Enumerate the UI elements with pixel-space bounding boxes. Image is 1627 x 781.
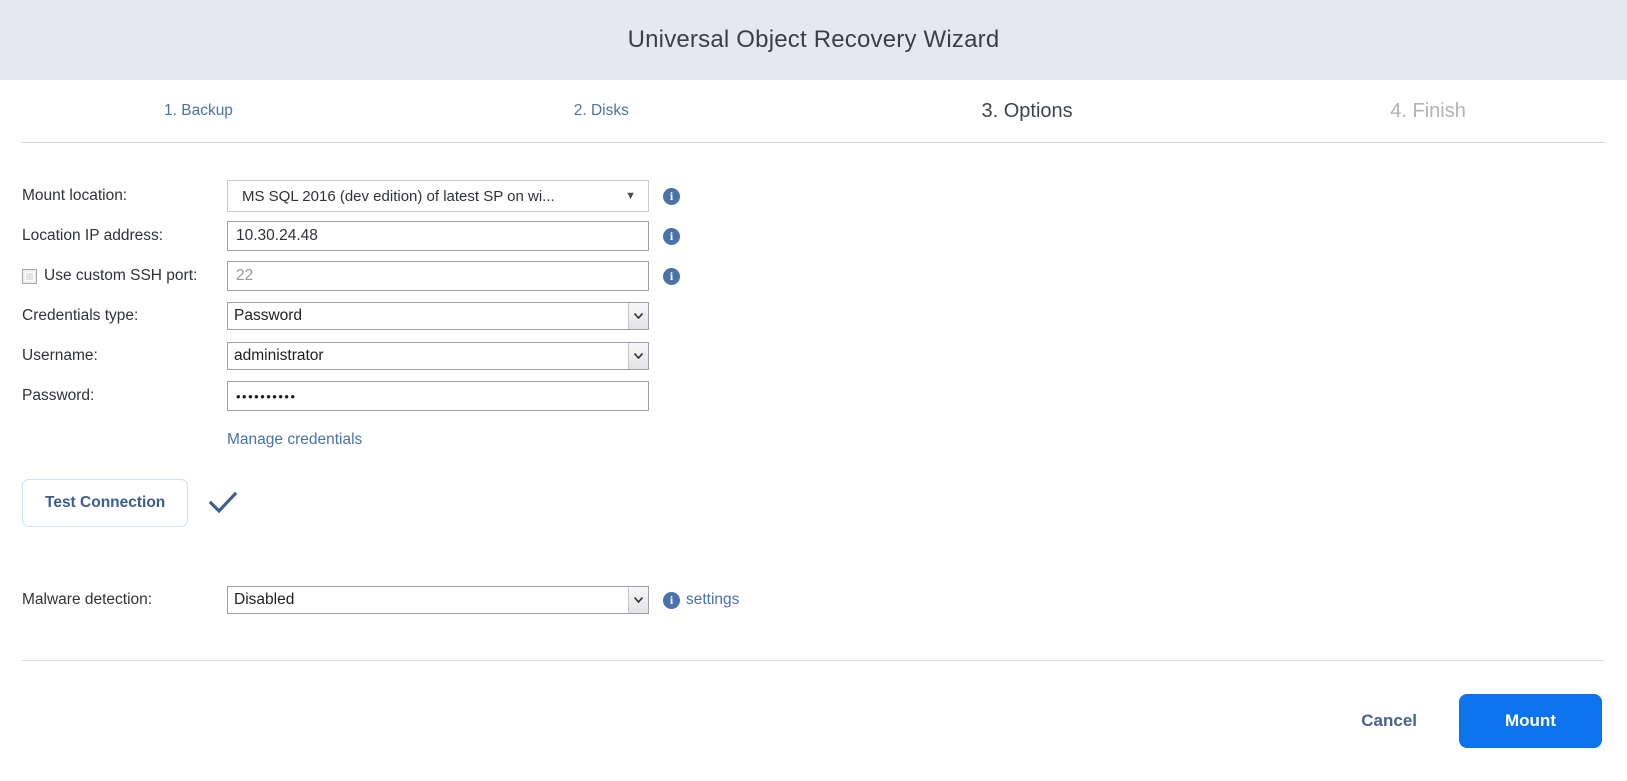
dialog-titlebar: Universal Object Recovery Wizard [0, 0, 1627, 80]
credentials-type-label: Credentials type: [22, 307, 139, 325]
step-tab-disks[interactable]: 2. Disks [401, 102, 811, 120]
malware-settings-link[interactable]: settings [686, 591, 740, 608]
manage-credentials-row: Manage credentials [227, 423, 1627, 457]
test-connection-row: Test Connection [22, 479, 1627, 527]
chevron-down-icon [628, 343, 648, 369]
footer-divider [22, 660, 1605, 661]
password-label: Password: [22, 387, 95, 405]
username-label: Username: [22, 347, 98, 365]
checkmark-icon [208, 491, 238, 515]
malware-detection-select[interactable]: Disabled [227, 586, 649, 614]
dialog-footer: Cancel Mount [0, 661, 1627, 781]
credentials-type-row: Credentials type: Password [22, 299, 1627, 333]
wizard-steps: 1. Backup 2. Disks 3. Options 4. Finish [0, 80, 1627, 142]
password-input[interactable]: •••••••••• [227, 381, 649, 411]
manage-credentials-link[interactable]: Manage credentials [227, 431, 363, 448]
page-title: Universal Object Recovery Wizard [627, 26, 1000, 53]
mount-location-label: Mount location: [22, 187, 128, 205]
mount-location-value: MS SQL 2016 (dev edition) of latest SP o… [242, 187, 555, 205]
chevron-down-icon [628, 587, 648, 613]
step-tab-finish-label: 4. Finish [1390, 99, 1466, 122]
ssh-port-row: Use custom SSH port: 22 i [22, 259, 1627, 293]
credentials-type-select[interactable]: Password [227, 302, 649, 330]
step-tab-disks-label: 2. Disks [573, 102, 629, 119]
mount-button[interactable]: Mount [1459, 694, 1602, 748]
info-icon[interactable]: i [663, 187, 680, 205]
chevron-down-icon [628, 303, 648, 329]
ssh-port-label-group: Use custom SSH port: [22, 268, 227, 284]
location-ip-label: Location IP address: [22, 227, 164, 245]
options-form: Mount location: MS SQL 2016 (dev edition… [0, 143, 1627, 617]
info-icon[interactable]: i [663, 267, 680, 285]
ssh-port-input[interactable]: 22 [227, 261, 649, 291]
malware-detection-row: Malware detection: Disabled i settings [22, 583, 1627, 617]
mount-location-row: Mount location: MS SQL 2016 (dev edition… [22, 179, 1627, 213]
username-select[interactable]: administrator [227, 342, 649, 370]
step-tab-options-label: 3. Options [981, 99, 1073, 122]
malware-detection-value: Disabled [234, 591, 295, 608]
test-connection-button[interactable]: Test Connection [22, 479, 189, 527]
mount-location-select[interactable]: MS SQL 2016 (dev edition) of latest SP o… [227, 180, 649, 212]
username-value: administrator [234, 347, 324, 364]
ssh-port-label: Use custom SSH port: [44, 267, 198, 285]
step-tab-backup[interactable]: 1. Backup [0, 102, 401, 120]
location-ip-input[interactable]: 10.30.24.48 [227, 221, 649, 251]
info-icon[interactable]: i [663, 227, 680, 245]
steps-divider [22, 142, 1605, 143]
step-tab-finish: 4. Finish [1218, 100, 1627, 123]
username-row: Username: administrator [22, 339, 1627, 373]
info-icon[interactable]: i [663, 591, 680, 609]
cancel-button[interactable]: Cancel [1347, 701, 1431, 741]
password-row: Password: •••••••••• [22, 379, 1627, 413]
credentials-type-value: Password [234, 307, 303, 324]
malware-detection-label: Malware detection: [22, 591, 153, 609]
step-tab-options[interactable]: 3. Options [811, 100, 1219, 123]
location-ip-row: Location IP address: 10.30.24.48 i [22, 219, 1627, 253]
chevron-down-icon: ▼ [625, 189, 636, 202]
step-tab-backup-label: 1. Backup [164, 102, 233, 119]
use-custom-ssh-port-checkbox[interactable] [22, 268, 37, 284]
